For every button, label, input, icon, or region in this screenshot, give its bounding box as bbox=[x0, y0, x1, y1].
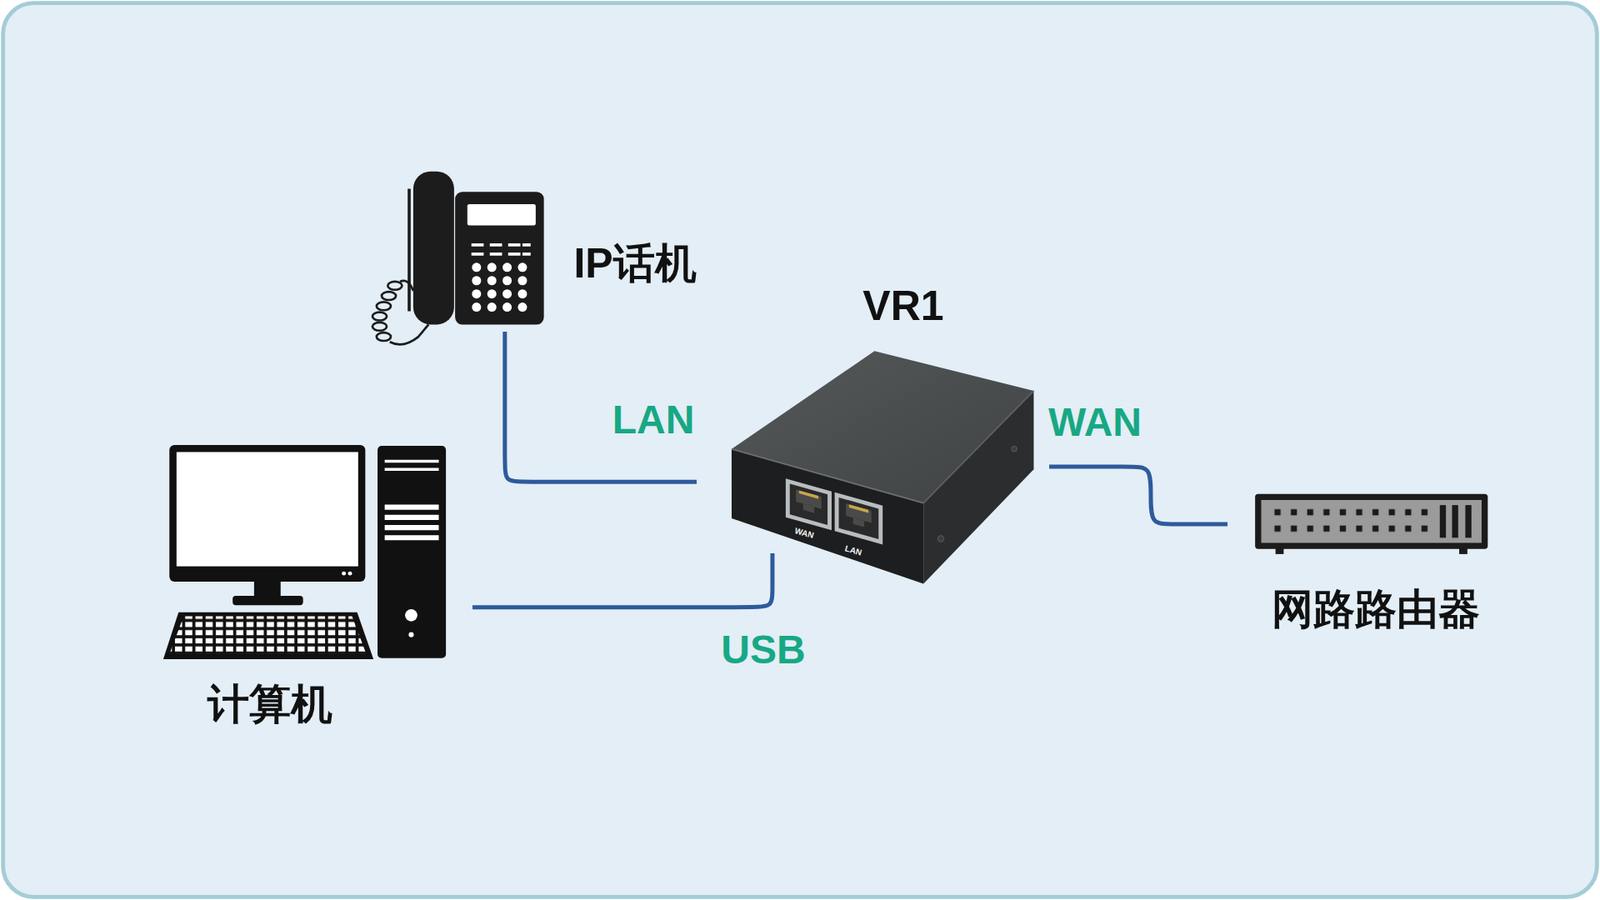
connector-line bbox=[472, 553, 773, 608]
computer-node: 计算机 bbox=[158, 441, 473, 730]
node-label: 网路路由器 bbox=[1271, 584, 1480, 635]
router-node: 网路路由器 bbox=[1227, 487, 1496, 634]
connector-line bbox=[1049, 466, 1228, 525]
computer-icon bbox=[163, 445, 446, 660]
router-icon bbox=[1255, 494, 1488, 555]
node-label: VR1 bbox=[862, 280, 944, 331]
edge-label: WAN bbox=[1048, 398, 1142, 447]
edge-label: LAN bbox=[612, 395, 695, 445]
vr1-device bbox=[731, 350, 1034, 584]
node-label: 计算机 bbox=[207, 679, 333, 730]
rj45-port bbox=[835, 492, 884, 545]
background-panel bbox=[3, 3, 1598, 898]
node-label: IP话机 bbox=[573, 238, 696, 289]
phone-node: IP话机 bbox=[367, 171, 705, 332]
edge-label: USB bbox=[720, 625, 805, 675]
connector-line bbox=[505, 331, 697, 482]
rj45-port bbox=[785, 478, 832, 530]
ip-phone-icon bbox=[372, 171, 545, 345]
device-node: VR1 bbox=[696, 283, 1050, 554]
